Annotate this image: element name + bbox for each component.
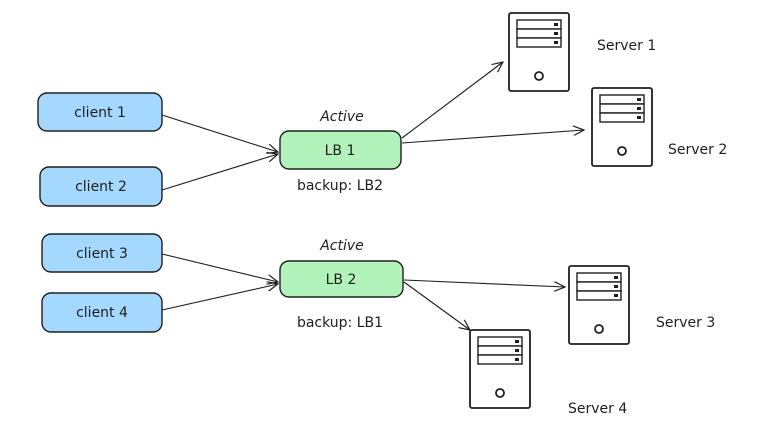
edge-lb1-server2 [401,130,584,144]
server-icon [568,265,630,345]
load-balancer-node: LB 1 [279,130,402,170]
client-label: client 1 [74,105,126,121]
client-label: client 4 [76,305,128,321]
server-label: Server 1 [597,38,656,54]
load-balancer-node: LB 2 [279,260,404,298]
lb-label: LB 2 [326,272,357,288]
lb-status-label: Active [319,109,364,125]
edge-client1-lb1 [161,114,278,152]
client-node: client 1 [37,92,163,132]
edge-lb2-server3 [403,279,565,287]
server-icon [469,329,531,409]
client-node: client 2 [39,166,163,207]
lb-backup-label: backup: LB2 [297,178,383,194]
edge-lb1-server1 [401,62,503,139]
server-icon [591,87,653,167]
server-label: Server 4 [568,401,627,417]
client-label: client 3 [76,246,128,262]
edge-client2-lb1 [161,154,278,191]
server-label: Server 2 [668,142,727,158]
lb-label: LB 1 [325,143,356,159]
client-node: client 4 [41,292,163,333]
server-icon [508,12,570,92]
edge-client3-lb2 [161,253,278,282]
lb-status-label: Active [319,238,364,254]
server-label: Server 3 [656,315,715,331]
lb-backup-label: backup: LB1 [297,315,383,331]
client-label: client 2 [75,179,127,195]
edge-lb2-server4 [403,281,470,330]
client-node: client 3 [41,233,163,273]
edge-client4-lb2 [161,284,278,311]
